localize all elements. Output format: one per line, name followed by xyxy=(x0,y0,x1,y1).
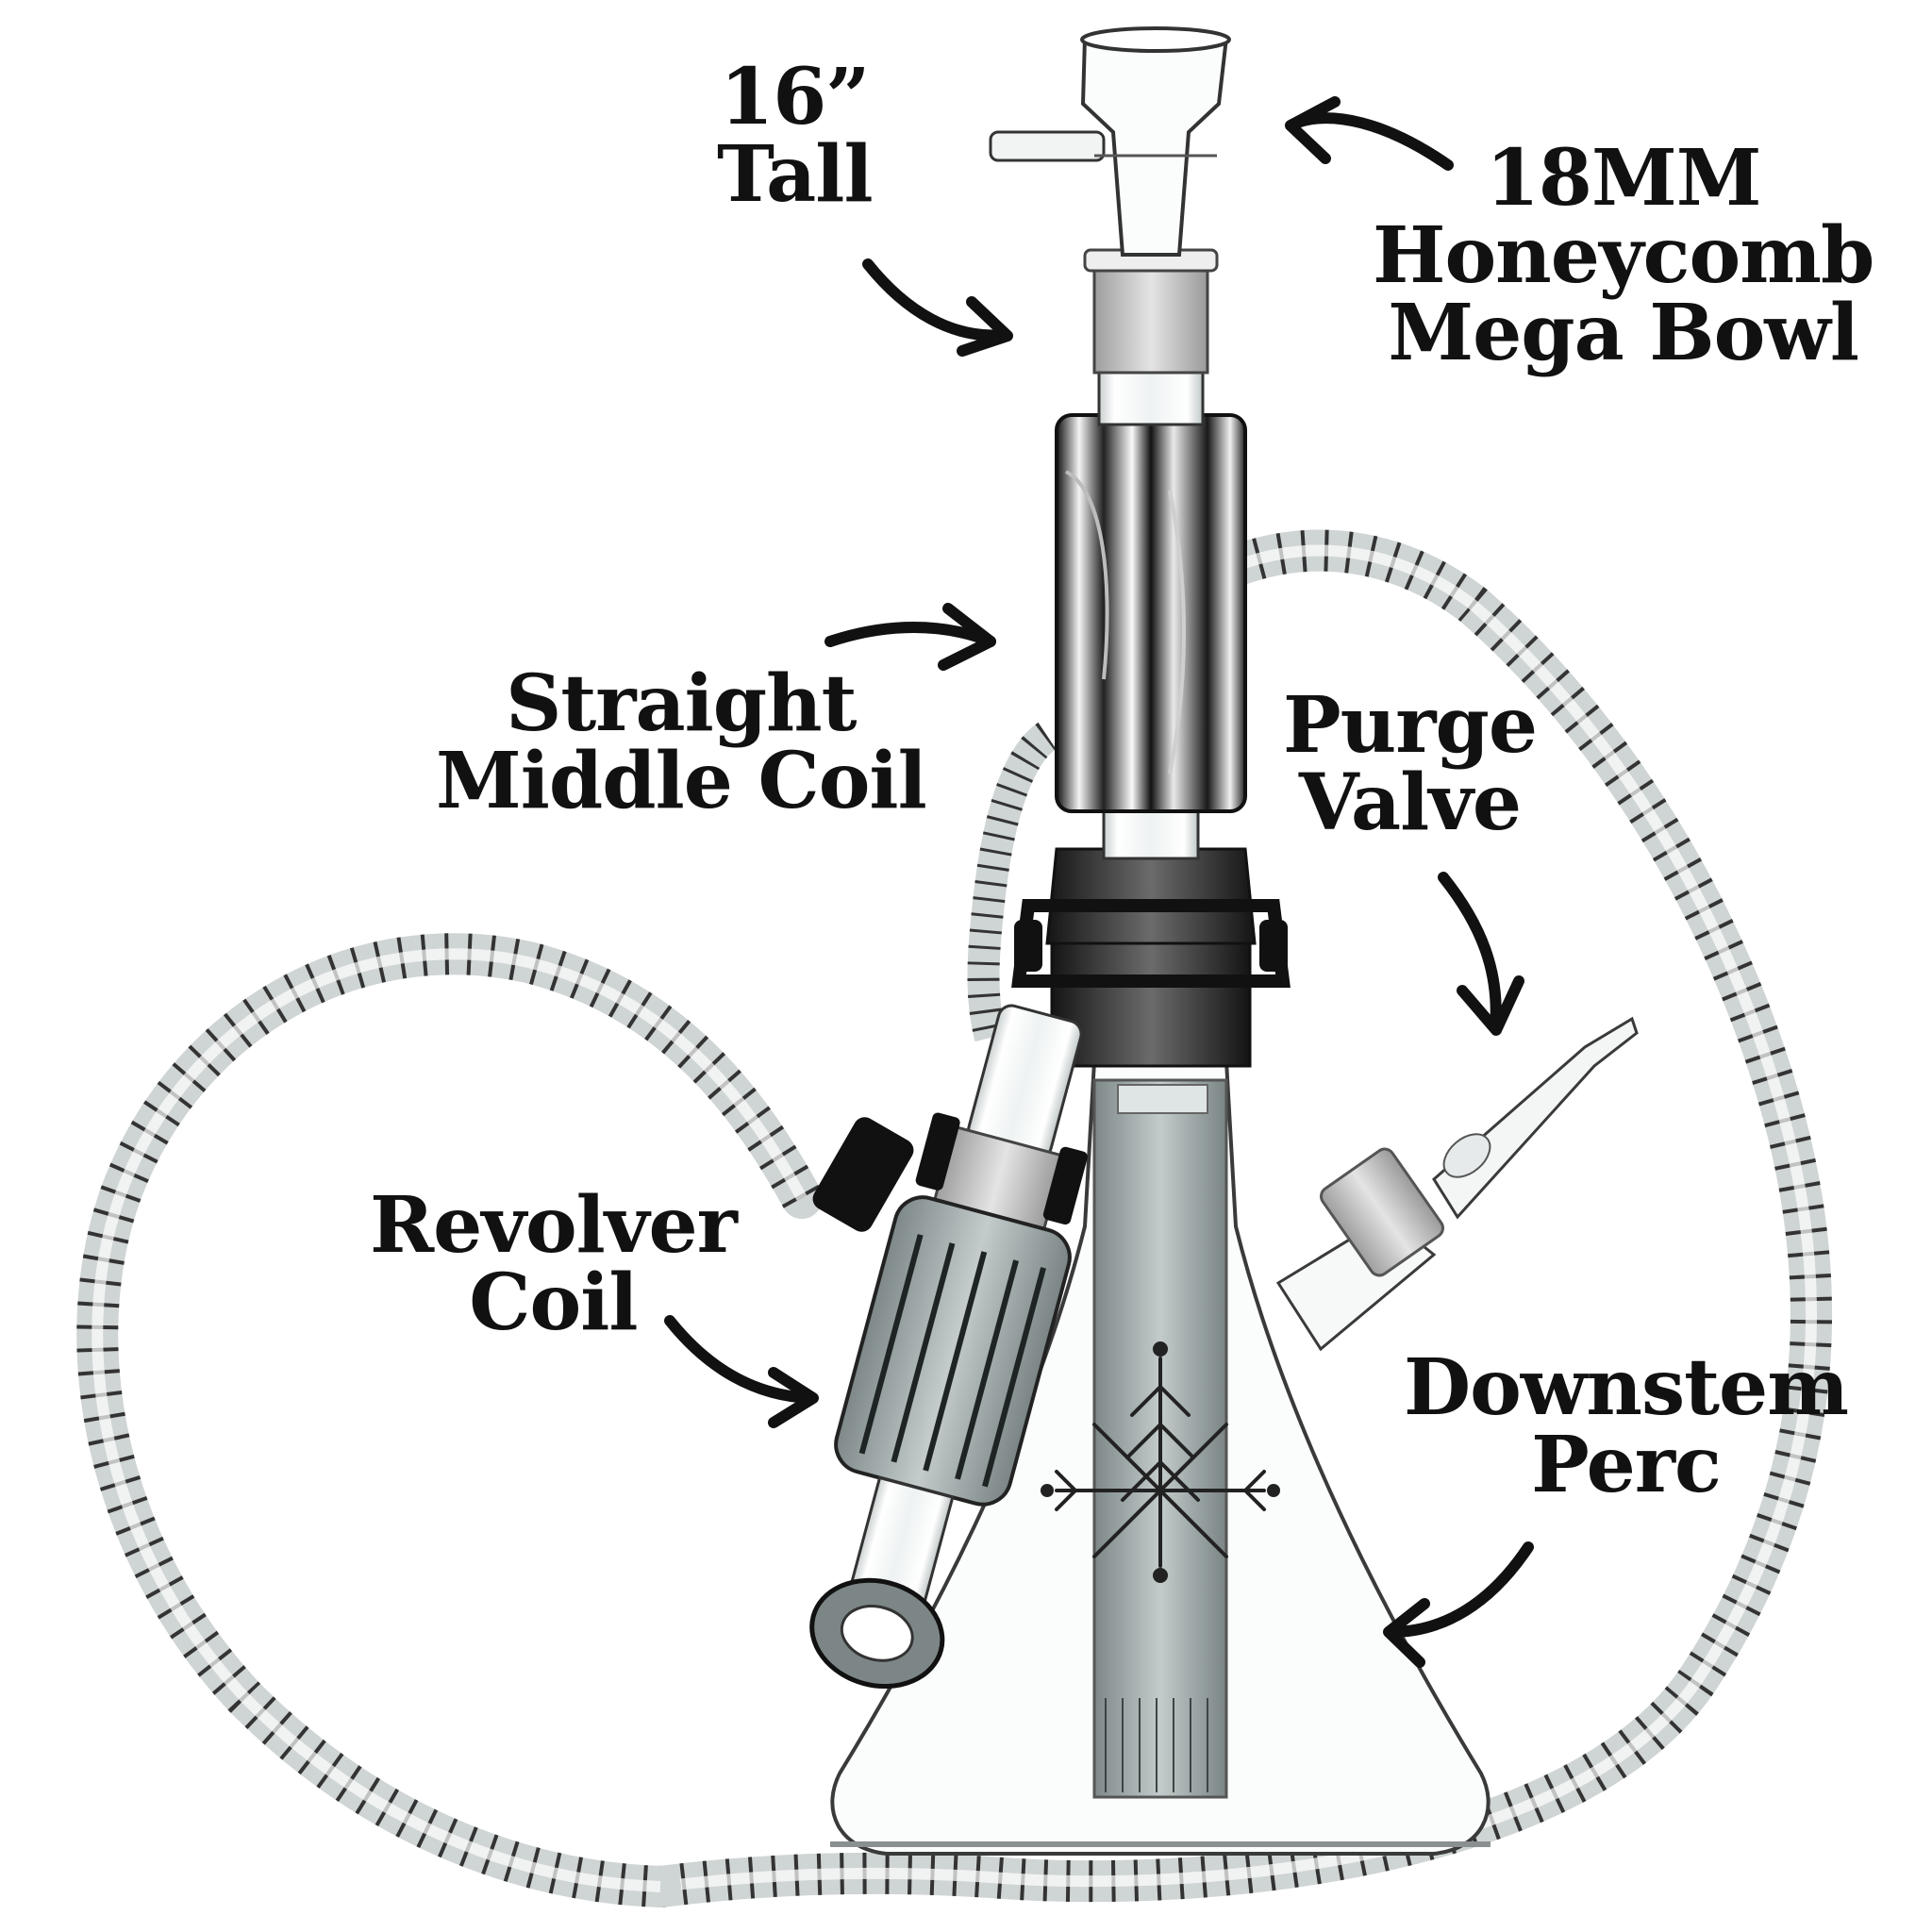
honeycomb-bowl xyxy=(989,26,1231,257)
arrow-bowl xyxy=(1285,96,1454,171)
label-downstem-perc: Downstem Perc xyxy=(1404,1342,1849,1510)
label-height: 16” Tall xyxy=(717,52,874,220)
label-downstem-perc-line-2: Perc xyxy=(1531,1420,1722,1510)
label-purge-valve-line-1: Purge xyxy=(1283,680,1538,771)
label-purge-valve-line-2: Valve xyxy=(1298,758,1522,848)
label-bowl-line-3: Mega Bowl xyxy=(1388,288,1859,378)
arrow-purge-valve xyxy=(1438,872,1524,1036)
revolver-coil xyxy=(809,1004,1088,1690)
hose-right xyxy=(640,529,1832,1907)
label-bowl: 18MM Honeycomb Mega Bowl xyxy=(1373,140,1874,372)
arrow-revolver-coil xyxy=(664,1315,819,1428)
label-revolver-coil-line-2: Coil xyxy=(469,1257,638,1348)
label-purge-valve: Purge Valve xyxy=(1283,680,1538,848)
label-middle-coil-line-2: Middle Coil xyxy=(436,736,927,826)
arrow-middle-coil xyxy=(824,603,996,671)
label-middle-coil: Straight Middle Coil xyxy=(436,658,927,826)
snowflake-logo-icon xyxy=(1041,1341,1280,1583)
middle-coil xyxy=(1055,248,1247,860)
hose-left xyxy=(76,933,823,1907)
label-bowl-line-2: Honeycomb xyxy=(1373,210,1874,301)
label-revolver-coil-line-1: Revolver xyxy=(370,1180,738,1271)
arrow-downstem-perc xyxy=(1383,1541,1534,1668)
label-height-line-1: 16” xyxy=(720,52,870,142)
label-downstem-perc-line-1: Downstem xyxy=(1404,1342,1849,1433)
label-bowl-line-1: 18MM xyxy=(1485,133,1762,224)
beaker-joint xyxy=(1011,847,1291,1068)
label-revolver-coil: Revolver Coil xyxy=(370,1180,738,1348)
label-middle-coil-line-1: Straight xyxy=(506,658,857,749)
arrow-16-tall xyxy=(862,258,1013,357)
label-height-line-2: Tall xyxy=(717,129,874,220)
hose-connector xyxy=(967,722,1058,1042)
